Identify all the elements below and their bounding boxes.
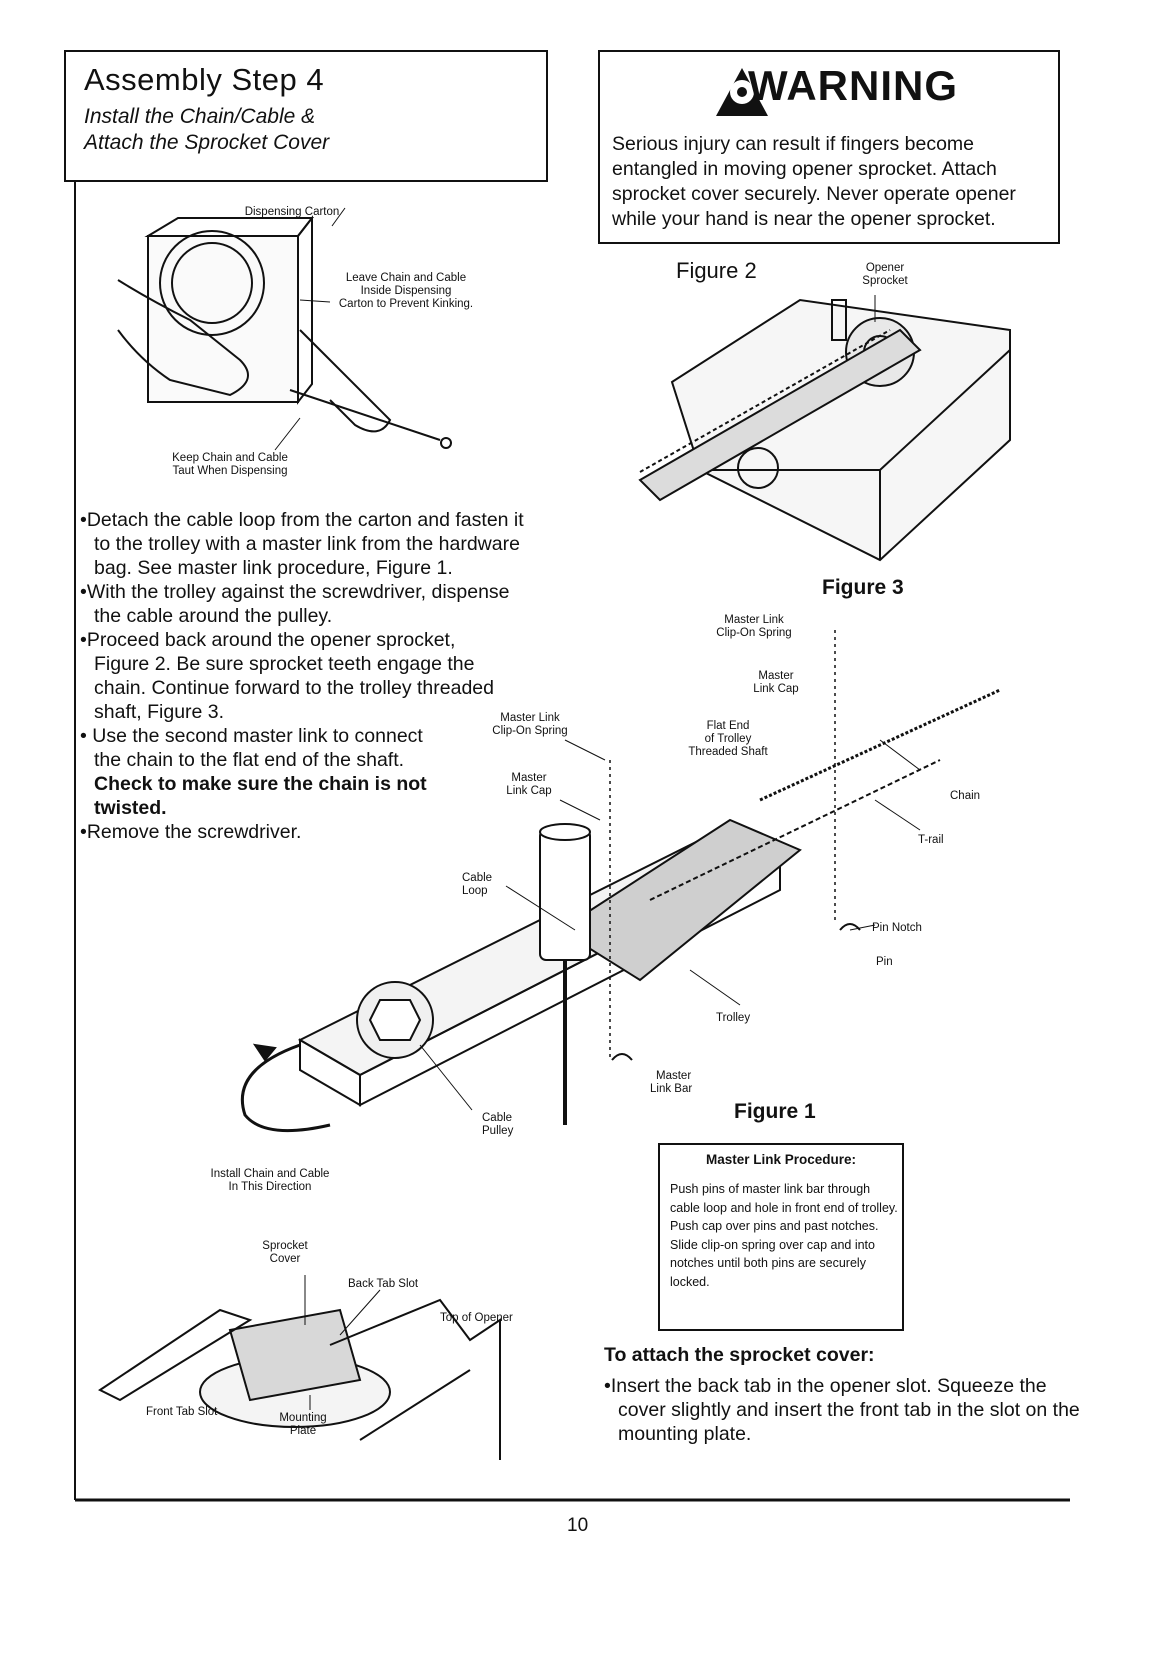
fig1-cable-loop-line2: Loop [462, 885, 488, 897]
instruction-4: Use the second master link to connect th… [80, 724, 454, 820]
figure2-opener-illustration [638, 295, 1011, 562]
instruction-3: Proceed back around the opener sprocket,… [80, 628, 514, 724]
procedure-text: Push pins of master link bar through cab… [670, 1182, 898, 1289]
sprocket-cover-heading: To attach the sprocket cover: [604, 1344, 875, 1366]
fig1-link-bar-label: Master Link Bar [650, 1070, 692, 1096]
leave-inside-line1: Leave Chain and Cable [345, 272, 467, 284]
back-tab-label: Back Tab Slot [348, 1278, 419, 1290]
fig1-cap-label: Master Link Cap [494, 772, 564, 798]
fig3-pin-notch-label: Pin Notch [872, 922, 922, 934]
fig1-bar-line2: Link Bar [650, 1083, 693, 1095]
page-number: 10 [567, 1515, 589, 1536]
warning-box [598, 50, 1060, 244]
keep-taut-label: Keep Chain and Cable Taut When Dispensin… [150, 452, 310, 478]
fig1-cable-loop-label: Cable Loop [462, 872, 492, 898]
front-tab-label: Front Tab Slot [146, 1406, 218, 1418]
warning-text: Serious injury can result if fingers bec… [612, 133, 1016, 230]
step-subtitle-line1: Install the Chain/Cable & [84, 105, 316, 128]
fig3-clip-label: Master Link Clip-On Spring [704, 614, 804, 640]
fig3-pin-label: Pin [876, 956, 893, 968]
warning-title: WARNING [748, 62, 958, 109]
keep-taut-line2: Taut When Dispensing [172, 465, 288, 477]
fig1-clip-line1: Master Link [500, 712, 560, 724]
fig1-cap-line2: Link Cap [506, 785, 552, 797]
sprocket-cover-illustration [98, 1275, 501, 1460]
opener-sprocket-label: Opener Sprocket [850, 262, 920, 288]
fig1-clip-line2: Clip-On Spring [492, 725, 568, 737]
sprocket-cover-line1: Sprocket [262, 1240, 308, 1252]
fig1-cable-loop-line1: Cable [462, 872, 493, 884]
fig1-bar-line1: Master [656, 1070, 692, 1082]
install-direction-label: Install Chain and Cable In This Directio… [180, 1168, 360, 1194]
mounting-line2: Plate [289, 1425, 317, 1437]
master-link-procedure-box [658, 1143, 904, 1331]
sprocket-cover-text: Insert the back tab in the opener slot. … [604, 1374, 1088, 1446]
fig3-clip-line1: Master Link [724, 614, 784, 626]
leave-inside-label: Leave Chain and Cable Inside Dispensing … [326, 272, 486, 311]
fig1-pulley-line2: Pulley [482, 1125, 514, 1137]
install-direction-line1: Install Chain and Cable [210, 1168, 330, 1180]
fig1-cap-line1: Master [511, 772, 547, 784]
sprocket-cover-line2: Cover [269, 1253, 301, 1265]
fig1-clip-label: Master Link Clip-On Spring [480, 712, 580, 738]
instruction-4-bold: Check to make sure the chain is not twis… [94, 773, 427, 819]
trolley-rail-illustration [240, 630, 1001, 1133]
carton-illustration [117, 207, 452, 451]
fig3-cap-line2: Link Cap [753, 683, 799, 695]
mounting-plate-label: Mounting Plate [268, 1412, 338, 1438]
figure3-title: Figure 3 [822, 576, 904, 599]
fig3-flat-line2: of Trolley [704, 733, 752, 745]
instruction-5: Remove the screwdriver. [80, 820, 540, 844]
fig3-flat-line1: Flat End [706, 720, 750, 732]
fig3-cap-label: Master Link Cap [736, 670, 816, 696]
fig1-pulley-line1: Cable [482, 1112, 513, 1124]
install-direction-line2: In This Direction [228, 1181, 312, 1193]
fig3-trail-label: T-rail [918, 834, 944, 846]
figure2-title: Figure 2 [676, 258, 757, 283]
opener-sprocket-line1: Opener [865, 262, 905, 274]
fig1-pulley-label: Cable Pulley [482, 1112, 513, 1138]
warning-icon [716, 68, 768, 116]
procedure-title: Master Link Procedure: [705, 1152, 857, 1167]
keep-taut-line1: Keep Chain and Cable [172, 452, 288, 464]
leave-inside-line3: Carton to Prevent Kinking. [338, 298, 474, 310]
step-title: Assembly Step 4 [84, 62, 325, 97]
step-subtitle-line2: Attach the Sprocket Cover [84, 131, 330, 154]
step-header-box [64, 50, 548, 182]
fig3-cap-line1: Master [758, 670, 794, 682]
sprocket-cover-label: Sprocket Cover [250, 1240, 320, 1266]
instruction-2: With the trolley against the screwdriver… [80, 580, 540, 628]
fig3-flat-end-label: Flat End of Trolley Threaded Shaft [678, 720, 778, 759]
figure1-title: Figure 1 [734, 1100, 816, 1123]
instruction-4-text: Use the second master link to connect th… [92, 725, 423, 771]
fig1-trolley-label: Trolley [716, 1012, 751, 1024]
instruction-1: Detach the cable loop from the carton an… [80, 508, 540, 580]
fig3-chain-label: Chain [950, 790, 981, 802]
mounting-line1: Mounting [279, 1412, 327, 1424]
fig3-clip-line2: Clip-On Spring [716, 627, 792, 639]
fig3-flat-line3: Threaded Shaft [688, 746, 768, 758]
step-subtitle: Install the Chain/Cable & Attach the Spr… [84, 104, 504, 156]
instruction-list: Detach the cable loop from the carton an… [80, 508, 540, 844]
dispensing-carton-label: Dispensing Carton [244, 206, 340, 218]
top-opener-label: Top of Opener [440, 1312, 513, 1324]
opener-sprocket-line2: Sprocket [862, 275, 908, 287]
leave-inside-line2: Inside Dispensing [360, 285, 452, 297]
